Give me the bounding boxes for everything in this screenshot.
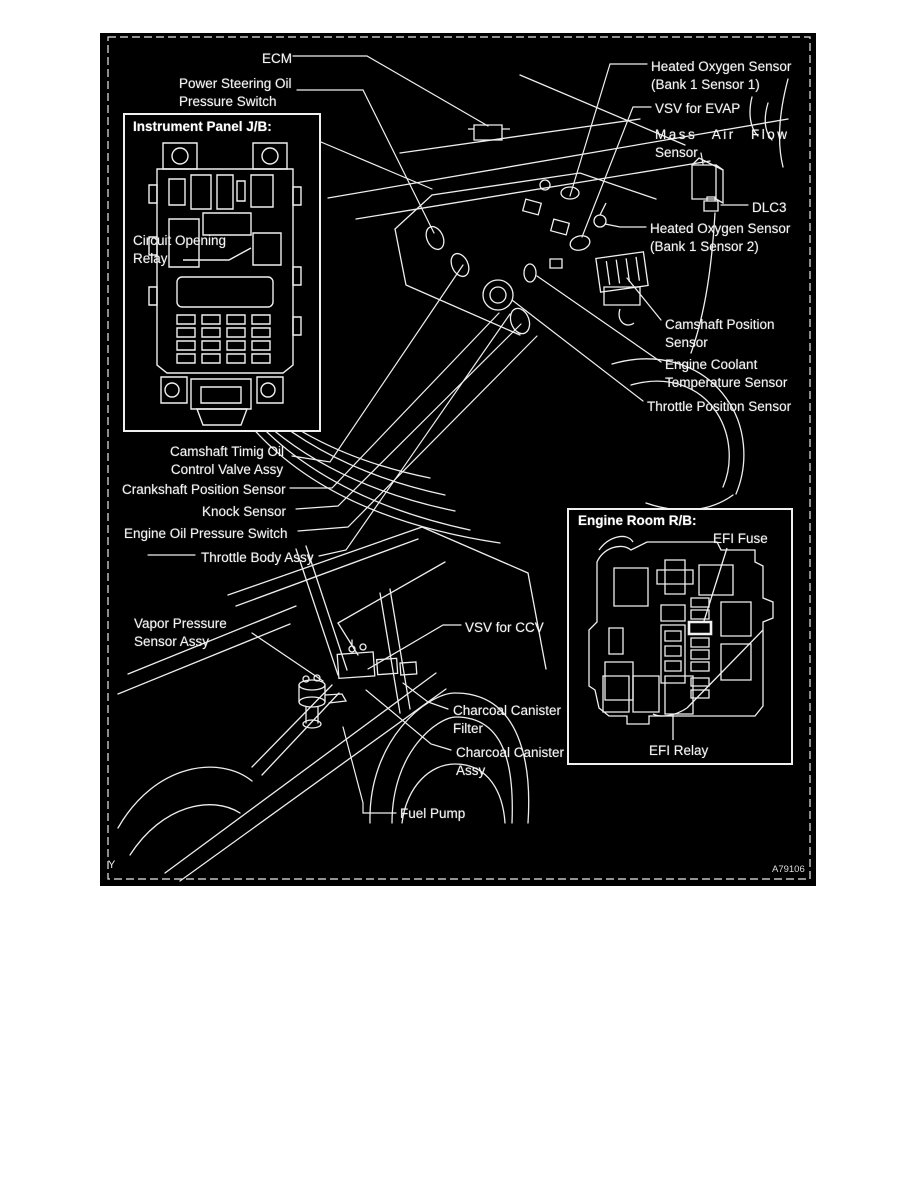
leader-efi-fuse xyxy=(704,548,727,621)
callout-power-steering: Power Steering Oil Pressure Switch xyxy=(179,76,292,109)
efi-relay-glyph xyxy=(665,676,693,714)
leader-vsv-evap xyxy=(582,107,651,237)
charcoal-canister-glyph xyxy=(337,649,417,679)
relay-box-art xyxy=(569,510,791,763)
inner-border xyxy=(108,37,810,879)
leader-circuit-opening-relay xyxy=(183,248,251,260)
leader-fuel-pump xyxy=(343,727,396,813)
callout-ecm: ECM xyxy=(262,51,292,66)
leader-crankshaft-position xyxy=(290,313,499,488)
ho2s2-glyph xyxy=(594,215,606,227)
corner-mark: Y xyxy=(108,859,116,871)
power-steering-switch-glyph xyxy=(423,224,448,253)
callout-camshaft-position: Camshaft Position Sensor xyxy=(665,317,775,350)
leader-lines xyxy=(148,56,748,813)
instrument-panel-jb-title: Instrument Panel J/B: xyxy=(133,119,272,134)
component-location-diagram: Instrument Panel J/B: Circuit Opening Re… xyxy=(100,33,816,886)
leader-ecm xyxy=(293,56,488,126)
callout-vsv-evap: VSV for EVAP xyxy=(655,101,741,116)
callout-charcoal-assy: Charcoal Canister Assy xyxy=(456,745,565,778)
efi-fuse-label: EFI Fuse xyxy=(713,531,768,546)
leader-engine-coolant xyxy=(537,276,661,362)
maf-sensor-glyph xyxy=(692,158,723,203)
callout-maf: Mass Air Flow Sensor xyxy=(655,127,790,160)
circuit-opening-relay-glyph xyxy=(253,233,281,265)
leader-maf xyxy=(701,153,703,164)
leader-charcoal-filter xyxy=(403,683,448,709)
vehicle-side-art xyxy=(118,527,546,881)
leader-camshaft-timing xyxy=(292,265,463,462)
leader-throttle-position xyxy=(512,300,643,401)
callout-throttle-body: Throttle Body Assy xyxy=(201,550,314,565)
callout-vsv-ccv: VSV for CCV xyxy=(465,620,544,635)
circuit-opening-relay-label: Circuit Opening Relay xyxy=(133,233,227,266)
callout-vapor-pressure: Vapor Pressure Sensor Assy xyxy=(134,616,227,649)
leader-throttle-body xyxy=(319,314,510,556)
junction-box-art xyxy=(125,115,319,430)
leader-jb-inset xyxy=(321,142,432,189)
dlc3-glyph xyxy=(704,197,718,211)
leader-vapor-pressure xyxy=(252,633,323,681)
callout-knock: Knock Sensor xyxy=(202,504,287,519)
efi-fuse-glyph xyxy=(689,622,711,634)
callout-throttle-position: Throttle Position Sensor xyxy=(647,399,792,414)
leader-power-steering xyxy=(297,90,434,233)
camshaft-timing-valve-glyph xyxy=(448,251,473,280)
engine-room-rb-title: Engine Room R/B: xyxy=(578,513,697,528)
callout-engine-coolant: Engine Coolant Temperature Sensor xyxy=(665,357,788,390)
throttle-body-glyph xyxy=(483,280,513,310)
leader-engine-oil-pressure xyxy=(298,336,537,531)
leader-ho2s2 xyxy=(605,224,646,227)
callout-charcoal-filter: Charcoal Canister Filter xyxy=(453,703,562,736)
callout-ho2s2: Heated Oxygen Sensor (Bank 1 Sensor 2) xyxy=(650,221,791,254)
sensor-glyphs xyxy=(423,125,723,336)
camshaft-position-connector-glyph xyxy=(596,252,648,292)
leader-charcoal-assy xyxy=(366,690,451,750)
instrument-panel-jb-inset: Instrument Panel J/B: Circuit Opening Re… xyxy=(123,113,321,432)
callout-dlc3: DLC3 xyxy=(752,200,787,215)
leader-camshaft-position xyxy=(627,278,661,320)
leader-ho2s1 xyxy=(570,64,647,196)
efi-relay-label: EFI Relay xyxy=(649,743,709,758)
callout-camshaft-timing: Camshaft Timig Oil Control Valve Assy xyxy=(169,444,285,477)
callout-fuel-pump: Fuel Pump xyxy=(400,806,466,821)
vsv-evap-glyph xyxy=(569,234,592,253)
callout-ho2s1: Heated Oxygen Sensor (Bank 1 Sensor 1) xyxy=(651,59,792,92)
callout-engine-oil-pressure: Engine Oil Pressure Switch xyxy=(124,526,288,541)
engine-room-rb-inset: Engine Room R/B: EFI Fuse EFI Relay xyxy=(567,508,793,765)
ho2s1-glyph xyxy=(561,187,579,199)
leader-vsv-ccv xyxy=(368,625,461,669)
coolant-sensor-glyph xyxy=(524,264,536,282)
ecm-glyph xyxy=(468,125,510,140)
leader-knock xyxy=(296,324,521,509)
vehicle-line-art xyxy=(100,33,816,886)
callout-crankshaft-position: Crankshaft Position Sensor xyxy=(122,482,286,497)
figure-code: A79106 xyxy=(772,864,805,875)
vapor-pressure-sensor-glyph xyxy=(299,675,346,728)
knock-sensor-glyph xyxy=(507,306,533,337)
